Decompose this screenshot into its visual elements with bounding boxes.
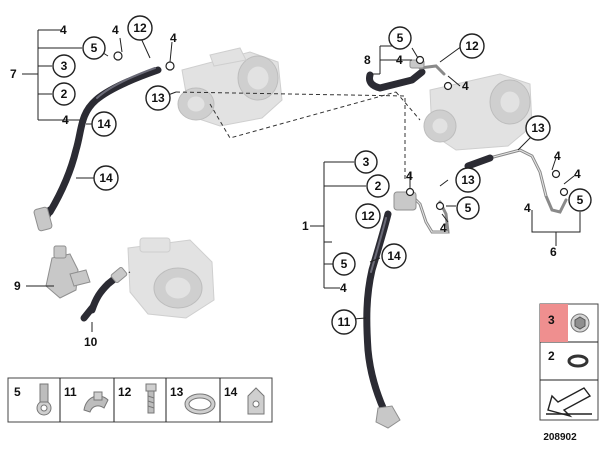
label-9: 9 xyxy=(14,279,21,293)
leader-lines xyxy=(22,29,581,332)
screw-icon xyxy=(145,383,157,414)
callout-12-top-left[interactable]: 12 xyxy=(127,15,153,41)
coolant-pipe-right xyxy=(464,148,568,214)
part-labels: 4 7 4 4 4 8 4 4 1 4 4 4 4 4 4 6 9 10 xyxy=(10,23,581,349)
svg-text:13: 13 xyxy=(531,121,545,135)
callout-5-top-right[interactable]: 5 xyxy=(388,26,412,50)
svg-text:5: 5 xyxy=(341,257,348,271)
side-legend-item-3[interactable]: 3 xyxy=(540,304,590,342)
coolant-hose-top-right xyxy=(366,59,446,92)
svg-text:5: 5 xyxy=(14,385,21,399)
svg-text:14: 14 xyxy=(99,171,113,185)
callout-3-left[interactable]: 3 xyxy=(52,54,76,78)
legend-item-14[interactable]: 14 xyxy=(224,385,265,415)
callout-5-center-right[interactable]: 5 xyxy=(456,196,480,220)
svg-text:12: 12 xyxy=(465,39,479,53)
callout-14-center[interactable]: 14 xyxy=(381,243,407,269)
side-legend-item-2[interactable]: 2 xyxy=(548,349,589,368)
label-8: 8 xyxy=(364,53,371,67)
svg-text:2: 2 xyxy=(61,87,68,101)
label-4: 4 xyxy=(60,23,67,37)
svg-text:14: 14 xyxy=(387,249,401,263)
label-10: 10 xyxy=(84,335,98,349)
label-4: 4 xyxy=(396,53,403,67)
label-4: 4 xyxy=(524,201,531,215)
callout-5-center-lower[interactable]: 5 xyxy=(332,252,356,276)
callout-14-left-upper[interactable]: 14 xyxy=(91,111,117,137)
callout-5-far-right[interactable]: 5 xyxy=(568,188,592,212)
svg-text:12: 12 xyxy=(133,21,147,35)
label-4: 4 xyxy=(112,23,119,37)
banjo-bolt-icon xyxy=(36,383,52,416)
callout-5-left[interactable]: 5 xyxy=(82,36,106,60)
svg-text:5: 5 xyxy=(577,193,584,207)
callout-13-left[interactable]: 13 xyxy=(145,85,171,111)
hex-bolt-icon xyxy=(570,313,590,333)
callout-11-center[interactable]: 11 xyxy=(331,309,357,335)
callout-12-center[interactable]: 12 xyxy=(355,203,381,229)
label-7: 7 xyxy=(10,67,17,81)
coolant-hose-lower-left xyxy=(80,266,128,322)
svg-text:3: 3 xyxy=(548,313,555,327)
svg-text:13: 13 xyxy=(151,91,165,105)
callout-2-left[interactable]: 2 xyxy=(52,82,76,106)
o-ring-markers xyxy=(113,51,569,211)
coolant-hose-main xyxy=(363,210,401,429)
label-4: 4 xyxy=(462,79,469,93)
coolant-hose-left xyxy=(33,66,162,232)
label-4: 4 xyxy=(406,169,413,183)
svg-text:5: 5 xyxy=(465,201,472,215)
clip-icon xyxy=(184,393,216,415)
pump-fitting xyxy=(45,245,91,299)
callout-3-center[interactable]: 3 xyxy=(354,150,378,174)
water-pump-housing xyxy=(127,237,215,319)
side-legend: 3 2 xyxy=(539,303,599,421)
turbocharger-right xyxy=(423,73,533,151)
washer-ring-icon xyxy=(567,354,589,368)
svg-text:12: 12 xyxy=(118,385,132,399)
svg-text:3: 3 xyxy=(363,155,370,169)
legend-item-13[interactable]: 13 xyxy=(170,385,216,415)
callout-2-center[interactable]: 2 xyxy=(366,174,390,198)
svg-text:13: 13 xyxy=(170,385,184,399)
label-4: 4 xyxy=(170,31,177,45)
callout-13-center[interactable]: 13 xyxy=(455,167,481,193)
svg-text:2: 2 xyxy=(548,349,555,363)
bracket-icon xyxy=(247,387,265,415)
svg-text:2: 2 xyxy=(375,179,382,193)
label-4: 4 xyxy=(574,167,581,181)
label-6: 6 xyxy=(550,245,557,259)
legend-item-12[interactable]: 12 xyxy=(118,383,157,414)
legend-item-11[interactable]: 11 xyxy=(64,385,109,413)
svg-text:11: 11 xyxy=(64,385,77,399)
legend-item-5[interactable]: 5 xyxy=(14,383,52,416)
svg-text:14: 14 xyxy=(224,385,238,399)
svg-text:11: 11 xyxy=(338,315,351,329)
svg-text:14: 14 xyxy=(97,117,111,131)
callout-12-top-right[interactable]: 12 xyxy=(459,33,485,59)
turbocharger-left xyxy=(177,47,283,127)
highlight-marker xyxy=(540,304,568,342)
label-4: 4 xyxy=(554,149,561,163)
svg-text:12: 12 xyxy=(361,209,375,223)
svg-text:13: 13 xyxy=(461,173,475,187)
direction-arrow-icon xyxy=(546,387,592,418)
hose-clamp-icon xyxy=(83,391,109,413)
diagram-number: 208902 xyxy=(543,432,577,443)
svg-text:3: 3 xyxy=(61,59,68,73)
parts-legend: 5 11 12 13 xyxy=(7,377,273,423)
label-4: 4 xyxy=(62,113,69,127)
callout-14-left-lower[interactable]: 14 xyxy=(93,165,119,191)
label-4: 4 xyxy=(440,221,447,235)
callout-13-right[interactable]: 13 xyxy=(525,115,551,141)
coolant-pipe-center xyxy=(393,191,450,234)
svg-text:5: 5 xyxy=(397,31,404,45)
label-4: 4 xyxy=(340,281,347,295)
label-1: 1 xyxy=(302,219,309,233)
svg-text:5: 5 xyxy=(91,41,98,55)
